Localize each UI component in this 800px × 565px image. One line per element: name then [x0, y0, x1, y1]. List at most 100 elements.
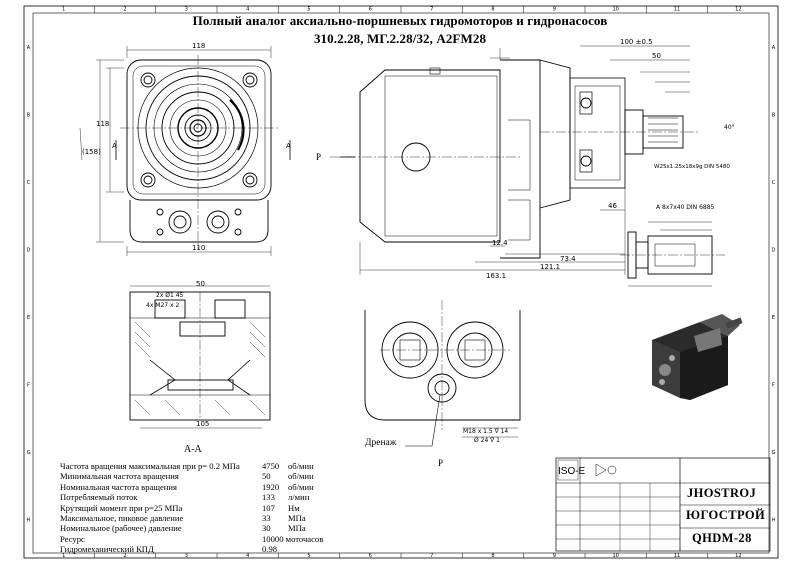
grid-row-label: H: [27, 517, 31, 523]
grid-row-label: D: [772, 247, 776, 253]
grid-column-label: 6: [369, 553, 372, 559]
dim-100: 100 ±0.5: [620, 38, 653, 46]
spec-name: Крутящий момент при р=25 МПа: [60, 502, 183, 513]
spec-unit: МПа: [288, 513, 306, 523]
spec-unit: Нм: [288, 502, 300, 513]
spec-name: Номинальная частота вращения: [60, 481, 177, 492]
grid-column-label: 1: [62, 7, 65, 13]
dim-4x: 4x M27 x 2: [146, 302, 180, 309]
dim-total-len: 163.1: [486, 272, 507, 280]
grid-column-label: 8: [491, 553, 494, 559]
grid-column-label: 11: [674, 7, 680, 13]
dim-key: A 8x7x40 DIN 6885: [656, 204, 715, 211]
front-dims: [79, 46, 291, 256]
dim-734: 73.4: [560, 255, 576, 263]
grid-row-label: E: [772, 315, 775, 321]
grid-row-label: C: [27, 180, 31, 186]
grid-column-label: 7: [430, 7, 433, 13]
grid-column-label: 11: [674, 553, 680, 559]
spec-value: 107: [262, 502, 275, 513]
grid-column-label: 8: [491, 7, 494, 13]
spec-value: 33: [262, 513, 271, 523]
grid-column-label: 10: [612, 7, 618, 13]
grid-row-label: C: [772, 180, 776, 186]
grid-column-label: 5: [307, 553, 310, 559]
dim-50b: 50: [196, 280, 205, 288]
dim-50: 50: [652, 52, 661, 60]
grid-column-label: 1: [62, 553, 65, 559]
dim-left-height: (158): [82, 148, 101, 156]
side-dims: [340, 45, 690, 275]
spec-value: 0.98: [262, 544, 278, 555]
dim-2x: 2x Ø1 45: [156, 292, 184, 299]
dim-angle: 40°: [724, 124, 735, 131]
grid-row-label: B: [27, 112, 31, 118]
grid-column-label: 9: [553, 7, 556, 13]
spec-name: Частота вращения максимальная при р= 0.2…: [60, 461, 240, 471]
spec-value: 1920: [262, 481, 280, 492]
dim-drain-d: Ø 24 ∇ 1: [474, 437, 500, 444]
bottom-view: [364, 300, 521, 447]
spec-value: 50: [262, 471, 271, 482]
title-block: [555, 457, 771, 552]
grid-column-label: 3: [185, 7, 188, 13]
spec-unit: МПа: [288, 523, 306, 534]
drawing-subtitle: 310.2.28, МГ.2.28/32, A2FM28: [313, 31, 487, 46]
title-company-ru: ЮГОСТРОЙ: [686, 508, 766, 522]
spec-name: Максимальное, пиковое давление: [60, 513, 184, 523]
grid-row-label: B: [772, 112, 776, 118]
grid-row-label: G: [772, 450, 776, 456]
front-view: [120, 55, 280, 250]
drain-label: Дренаж: [365, 438, 397, 448]
grid-row-label: F: [27, 382, 30, 388]
section-aa: [129, 285, 271, 429]
dim-124: 12.4: [492, 239, 508, 247]
grid-column-label: 12: [735, 553, 741, 559]
spec-value: 30: [262, 523, 271, 534]
grid-row-label: G: [27, 450, 31, 456]
grid-column-label: 7: [430, 553, 433, 559]
iso-label: ISO-E: [558, 466, 586, 477]
shaft-detail: [620, 221, 725, 287]
port-p-side-label: P: [316, 152, 322, 162]
section-label: А-А: [184, 444, 202, 455]
grid-column-label: 2: [123, 553, 126, 559]
grid-column-label: 4: [246, 7, 249, 13]
grid-row-label: D: [27, 247, 31, 253]
grid-column-label: 5: [307, 7, 310, 13]
grid-row-label: F: [772, 382, 775, 388]
spec-unit: об/мин: [288, 471, 314, 482]
grid-column-label: 2: [123, 7, 126, 13]
grid-column-label: 6: [369, 7, 372, 13]
spec-unit: об/мин: [288, 481, 314, 492]
grid-column-label: 12: [735, 7, 741, 13]
spec-value: 4750: [262, 461, 280, 471]
dim-top-width: 118: [192, 42, 206, 50]
dim-section-a-right: A: [286, 142, 291, 150]
spec-unit: л/мин: [288, 492, 310, 503]
dim-height: 118: [96, 120, 110, 128]
dim-121: 121.1: [540, 263, 561, 271]
side-view: [330, 59, 700, 259]
dim-spline: W25x1.25x18x9g DIN 5480: [654, 164, 730, 170]
grid-row-label: H: [772, 517, 776, 523]
pump-3d-render: [652, 314, 743, 400]
spec-name: Ресурс: [60, 533, 85, 544]
grid-column-label: 10: [612, 553, 618, 559]
spec-value: 10000 моточасов: [262, 533, 324, 544]
spec-name: Номинальное (рабочее) давление: [60, 523, 182, 534]
title-model: QHDM-28: [692, 531, 752, 545]
dim-105: 105: [196, 420, 210, 428]
grid-row-label: E: [27, 315, 30, 321]
dim-bottom-width: 110: [192, 244, 206, 252]
port-p-bottom-label: P: [438, 458, 444, 468]
grid-column-label: 3: [185, 553, 188, 559]
spec-name: Потребляемый поток: [60, 492, 138, 503]
spec-unit: об/мин: [288, 461, 314, 471]
grid-column-label: 4: [246, 553, 249, 559]
grid-column-label: 9: [553, 553, 556, 559]
dim-thread: M18 x 1.5 ∇ 14: [463, 428, 509, 435]
drawing-title: Полный аналог аксиально-поршневых гидром…: [192, 13, 608, 28]
